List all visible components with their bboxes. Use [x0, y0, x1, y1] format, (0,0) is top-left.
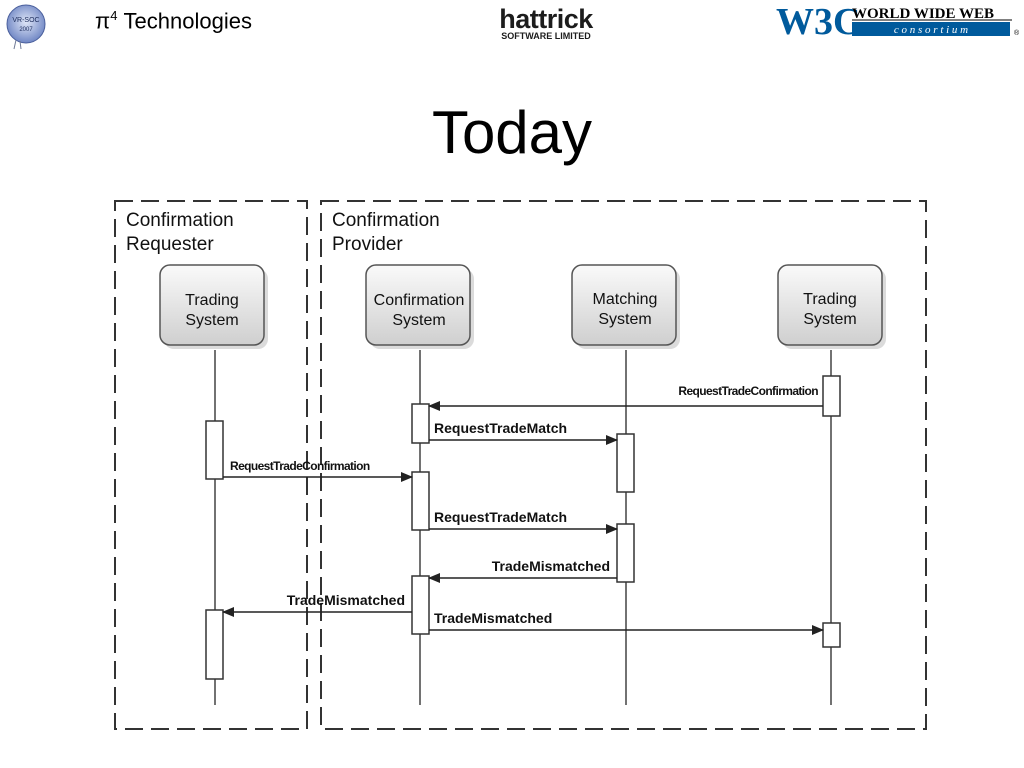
- activation-bar: [616, 523, 635, 583]
- vrsoc-logo-text: VR-SOC: [12, 17, 39, 24]
- hattrick-wordmark: hattrick: [499, 4, 594, 34]
- message-request-trade-match-2: RequestTradeMatch: [429, 509, 618, 534]
- participant-label-line1: Trading: [803, 291, 857, 308]
- participant-label-line1: Confirmation: [374, 292, 465, 309]
- group-frame-provider: [320, 200, 927, 730]
- participant-prov-trading: Trading System: [777, 264, 886, 349]
- activation-bar: [411, 403, 430, 444]
- activation-bar: [205, 609, 224, 680]
- message-label: RequestTradeConfirmation: [230, 459, 370, 473]
- participant-conf-system: Confirmation System: [365, 264, 474, 349]
- activation-bar: [411, 575, 430, 635]
- message-label: RequestTradeConfirmation: [678, 384, 818, 398]
- participant-matching: Matching System: [571, 264, 680, 349]
- participant-label-line2: System: [803, 311, 856, 328]
- vrsoc-logo: VR-SOC 2007: [6, 4, 46, 50]
- message-label: TradeMismatched: [434, 610, 552, 626]
- slide-header: VR-SOC 2007 π4 Technologies hattrick SOF…: [0, 0, 1024, 50]
- hattrick-subtitle: SOFTWARE LIMITED: [501, 31, 591, 41]
- hattrick-logo: hattrick SOFTWARE LIMITED: [499, 4, 595, 41]
- w3c-line2: c o n s o r t i u m: [894, 24, 968, 36]
- message-request-trade-confirmation-provider: RequestTradeConfirmation: [428, 384, 823, 411]
- message-label: RequestTradeMatch: [434, 420, 567, 436]
- group-title-requester-line1: Confirmation: [126, 210, 234, 231]
- activation-bar: [205, 420, 224, 480]
- message-label: TradeMismatched: [287, 592, 405, 608]
- message-trade-mismatched-requester: TradeMismatched: [222, 592, 412, 617]
- w3c-line1: WORLD WIDE WEB: [852, 6, 994, 22]
- participant-label-line2: System: [392, 312, 445, 329]
- participant-label-line2: System: [598, 311, 651, 328]
- group-title-requester-line2: Requester: [126, 234, 214, 255]
- w3c-registered: ®: [1014, 29, 1020, 37]
- participant-label-line1: Matching: [593, 291, 658, 308]
- activation-bar: [411, 471, 430, 531]
- message-trade-mismatched-matching: TradeMismatched: [428, 558, 617, 583]
- message-trade-mismatched-provider: TradeMismatched: [429, 610, 824, 635]
- company-name: π4 Technologies: [95, 8, 252, 34]
- message-label: TradeMismatched: [492, 558, 610, 574]
- activation-bar: [822, 622, 841, 648]
- activation-bar: [616, 433, 635, 493]
- participant-req-trading: Trading System: [159, 264, 268, 349]
- message-label: RequestTradeMatch: [434, 509, 567, 525]
- group-frame-requester: [114, 200, 308, 730]
- company-pi: π: [95, 8, 111, 34]
- w3c-mark: W3C: [776, 1, 860, 40]
- w3c-logo: W3C WORLD WIDE WEB c o n s o r t i u m ®: [776, 1, 1020, 40]
- sequence-diagram: Confirmation Requester Confirmation Prov…: [114, 200, 927, 730]
- activation-bar: [822, 375, 841, 417]
- message-request-trade-confirmation-requester: RequestTradeConfirmation: [223, 459, 413, 482]
- group-title-provider-line1: Confirmation: [332, 210, 440, 231]
- message-request-trade-match-1: RequestTradeMatch: [429, 420, 618, 445]
- participant-label-line2: System: [185, 312, 238, 329]
- vrsoc-logo-year: 2007: [19, 27, 33, 33]
- company-sup: 4: [110, 8, 118, 23]
- slide-title: Today: [431, 99, 593, 166]
- participant-label-line1: Trading: [185, 292, 239, 309]
- company-rest: Technologies: [117, 8, 252, 34]
- group-title-provider-line2: Provider: [332, 234, 403, 255]
